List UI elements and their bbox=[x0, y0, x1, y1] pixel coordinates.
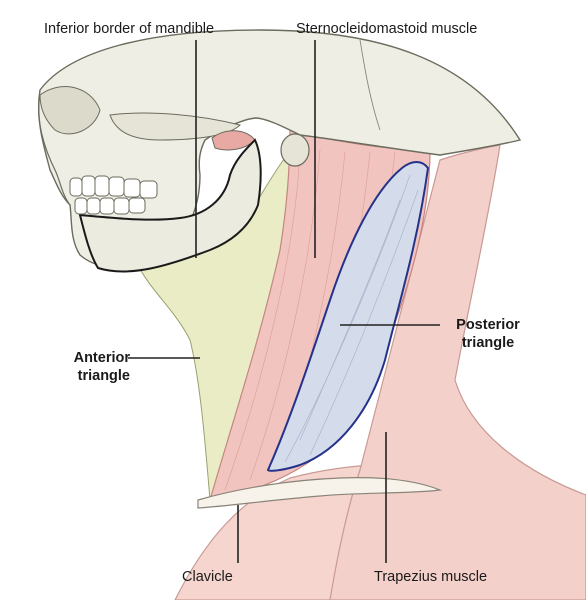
orbit bbox=[39, 86, 101, 135]
teeth bbox=[69, 175, 158, 215]
label-anterior-triangle-line2: triangle bbox=[77, 368, 130, 384]
label-anterior-triangle: Anterior triangle bbox=[40, 349, 130, 385]
posterior-triangle-region bbox=[266, 161, 430, 472]
mastoid-process bbox=[280, 133, 310, 167]
label-posterior-triangle: Posterior triangle bbox=[438, 316, 538, 352]
mandible bbox=[78, 138, 262, 273]
label-posterior-triangle-line1: Posterior bbox=[456, 317, 520, 333]
posterior-triangle-fibers bbox=[284, 174, 419, 463]
skull bbox=[37, 29, 522, 270]
label-sternocleidomastoid-muscle: Sternocleidomastoid muscle bbox=[296, 21, 478, 37]
label-clavicle: Clavicle bbox=[182, 569, 233, 585]
clavicle-bone bbox=[197, 477, 443, 509]
facial-profile bbox=[38, 94, 71, 206]
label-anterior-triangle-line1: Anterior bbox=[73, 350, 130, 366]
label-posterior-triangle-line2: triangle bbox=[461, 335, 515, 351]
skull-suture bbox=[359, 39, 381, 131]
leader-lines bbox=[128, 40, 440, 563]
label-trapezius-muscle: Trapezius muscle bbox=[374, 569, 488, 585]
label-inferior-border-of-mandible: Inferior border of mandible bbox=[44, 21, 215, 37]
